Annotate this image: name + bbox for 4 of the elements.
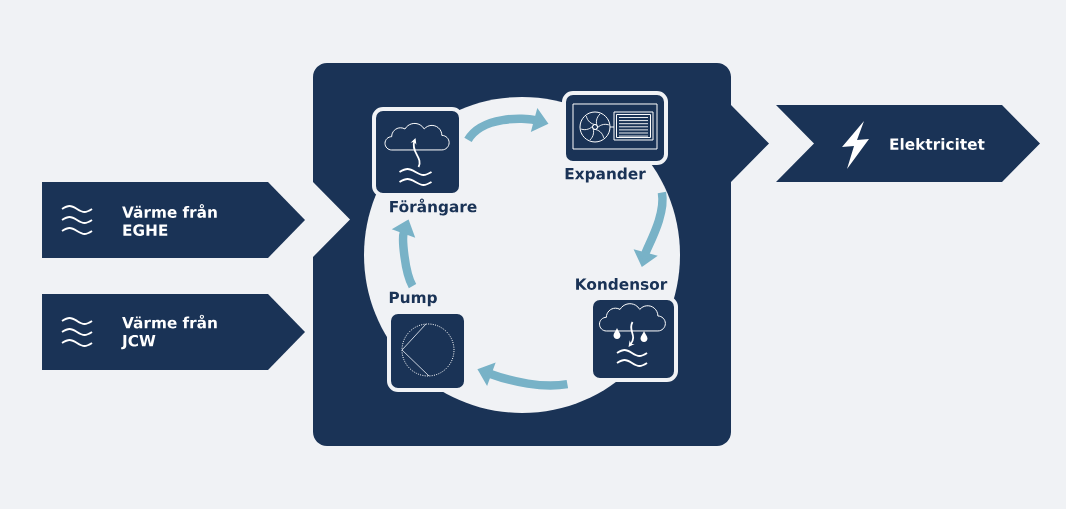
component-label: Förångare — [390, 198, 477, 216]
component-label: Pump — [389, 291, 437, 307]
component-label: Expander — [565, 167, 646, 183]
component-label: Kondensor — [576, 278, 668, 290]
